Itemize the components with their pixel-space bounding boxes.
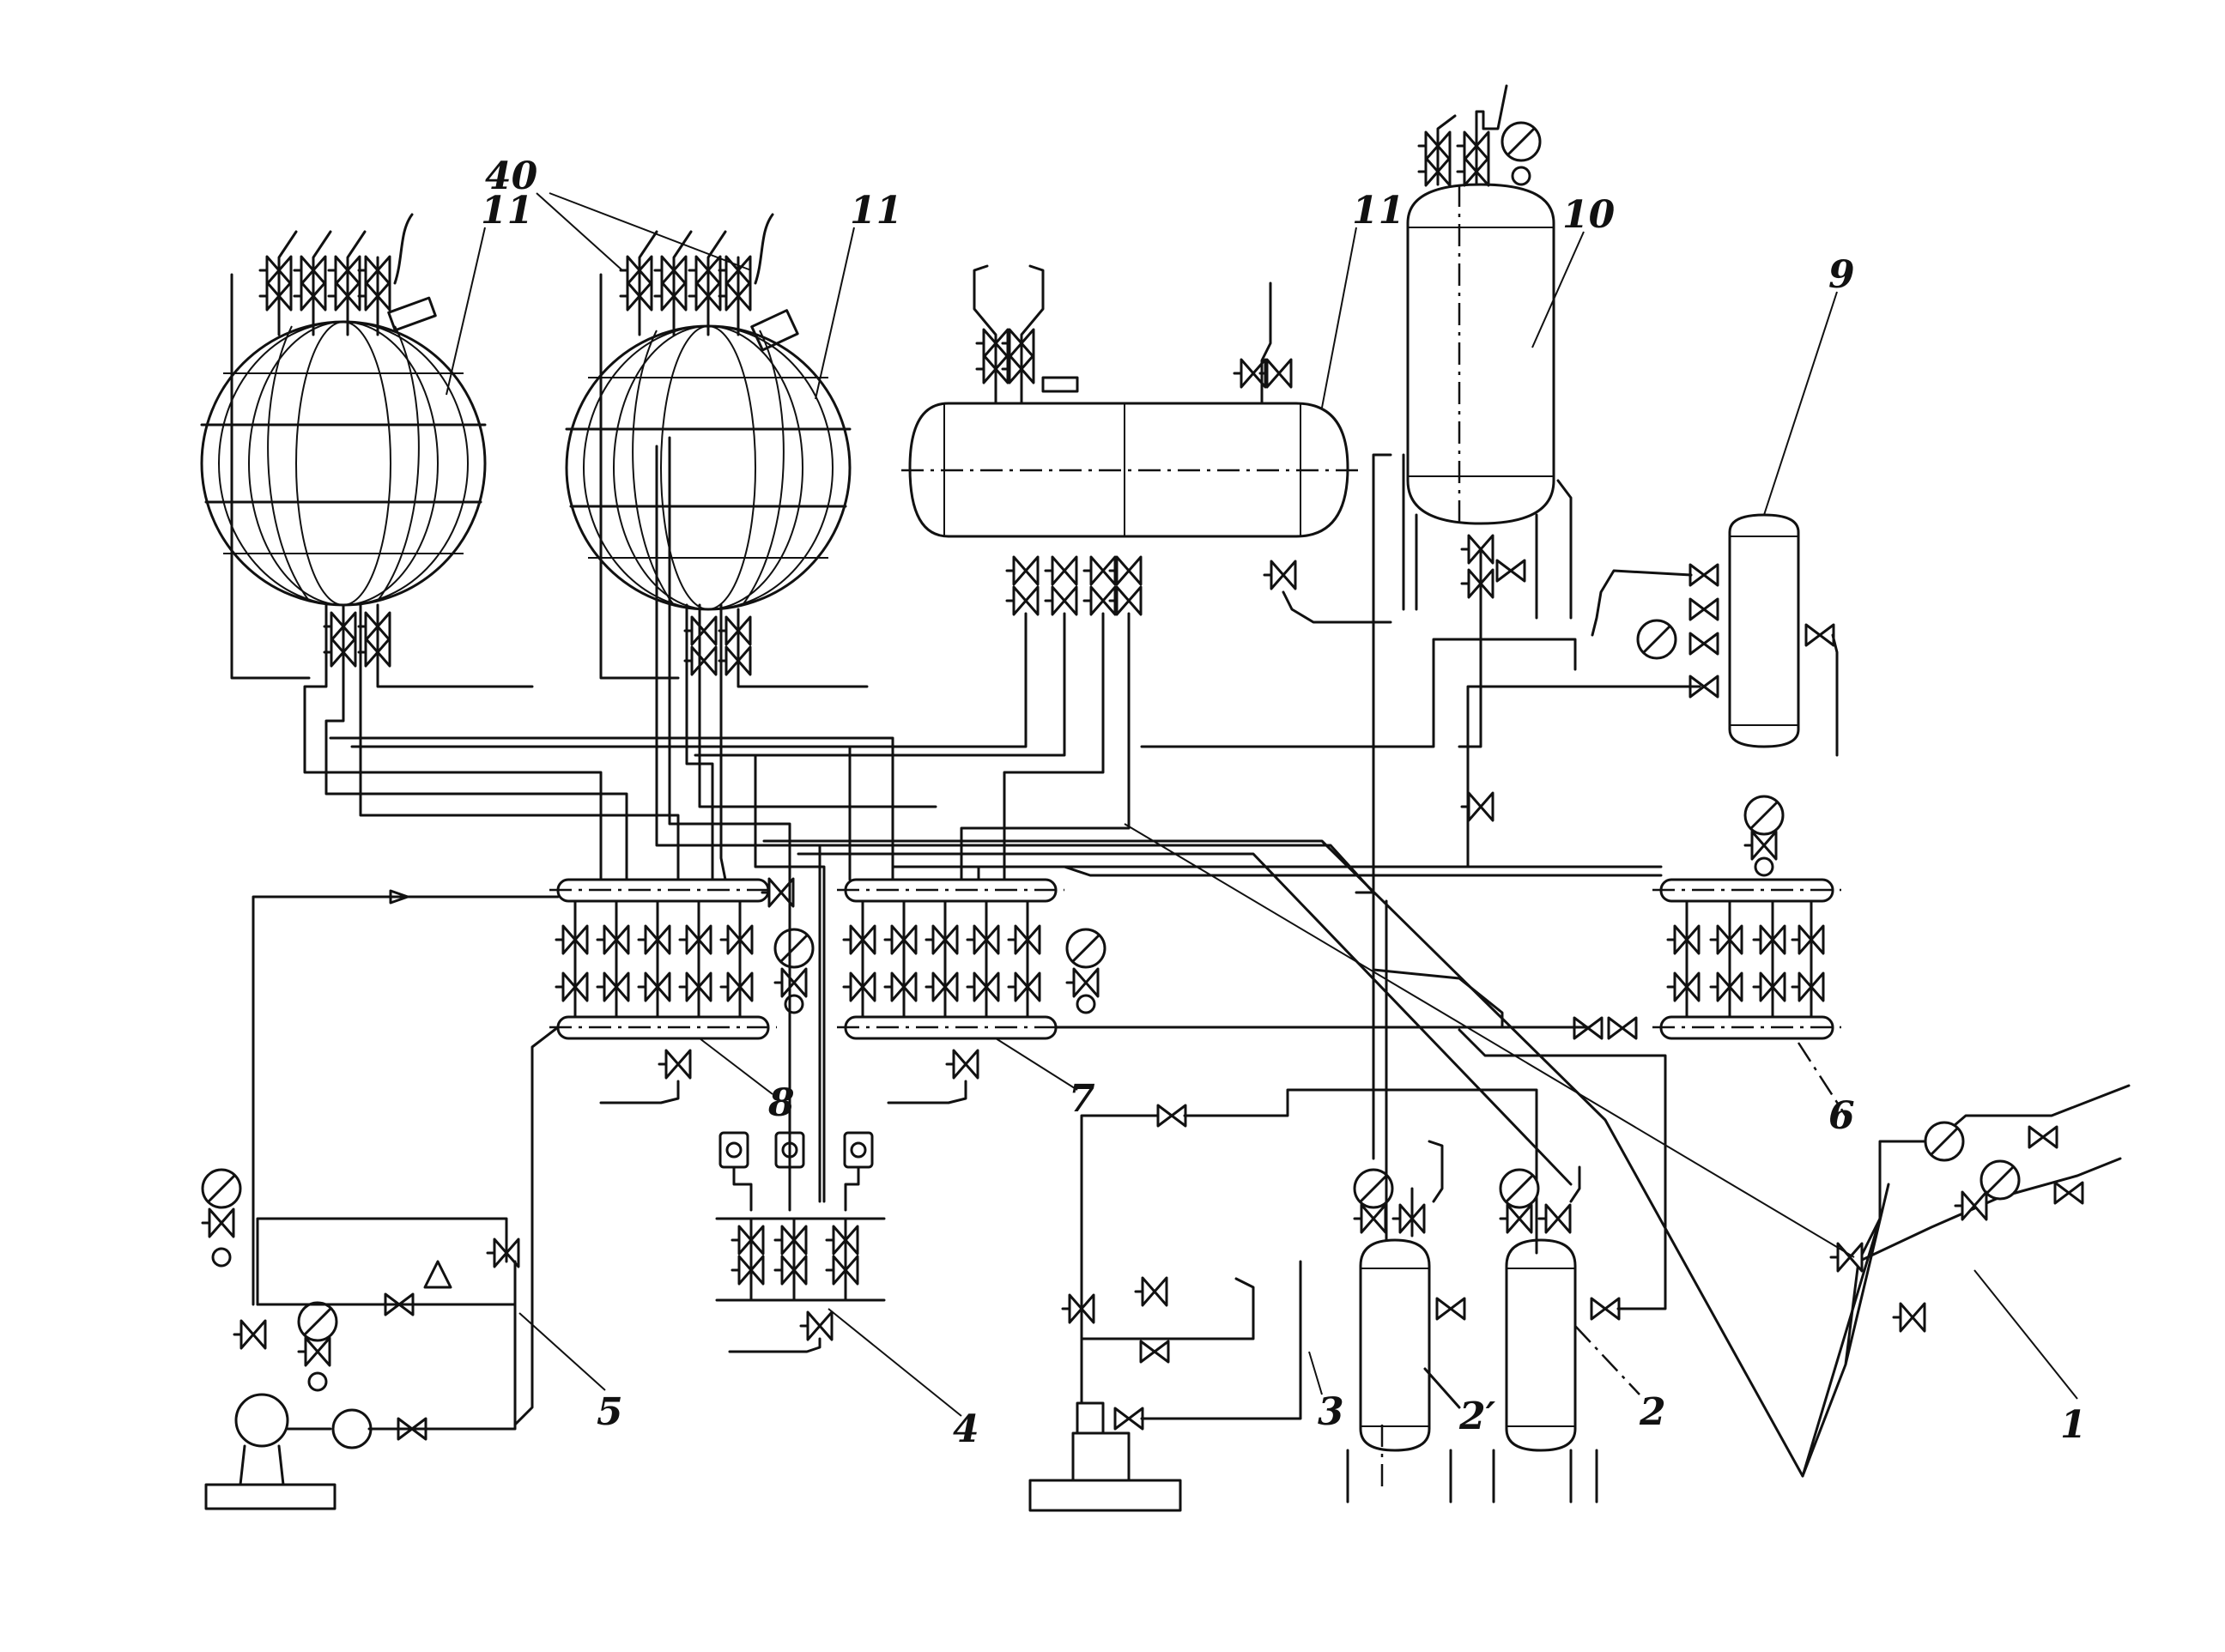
label-2-prime: 2′ [1458, 1395, 1496, 1438]
label-11-right: 11 [1352, 189, 1404, 233]
pump-assembly-left [201, 889, 560, 1510]
leader-lines [446, 192, 2078, 1417]
label-7: 7 [1069, 1077, 1095, 1121]
vessel-2-prime [1346, 599, 1466, 1504]
vessel-9 [1591, 513, 1839, 757]
sphere-top-valves [258, 213, 799, 352]
manifold-4 [715, 1131, 886, 1353]
interconnecting-pipes [230, 273, 1855, 1478]
label-40: 40 [485, 154, 538, 198]
horizontal-tank [901, 264, 1392, 624]
pump-3 [1028, 1088, 1538, 1512]
vertical-tank-10 [1402, 84, 1573, 822]
header-7 [837, 878, 1106, 1104]
label-3: 3 [1318, 1390, 1344, 1434]
label-1: 1 [2060, 1403, 2087, 1447]
spherical-tank-left [200, 320, 487, 607]
header-8 [549, 877, 815, 1104]
label-8: 8 [767, 1081, 795, 1125]
label-11-middle: 11 [850, 189, 902, 233]
vessel-2 [1458, 1028, 1667, 1504]
header-6 [1573, 795, 1841, 1040]
label-10: 10 [1562, 193, 1616, 237]
label-2: 2 [1639, 1390, 1666, 1434]
spherical-tank-middle [565, 324, 852, 611]
label-4: 4 [953, 1407, 979, 1451]
label-6: 6 [1828, 1094, 1855, 1138]
label-11-left: 11 [481, 189, 533, 233]
label-5: 5 [597, 1390, 623, 1434]
label-9: 9 [1828, 253, 1855, 297]
